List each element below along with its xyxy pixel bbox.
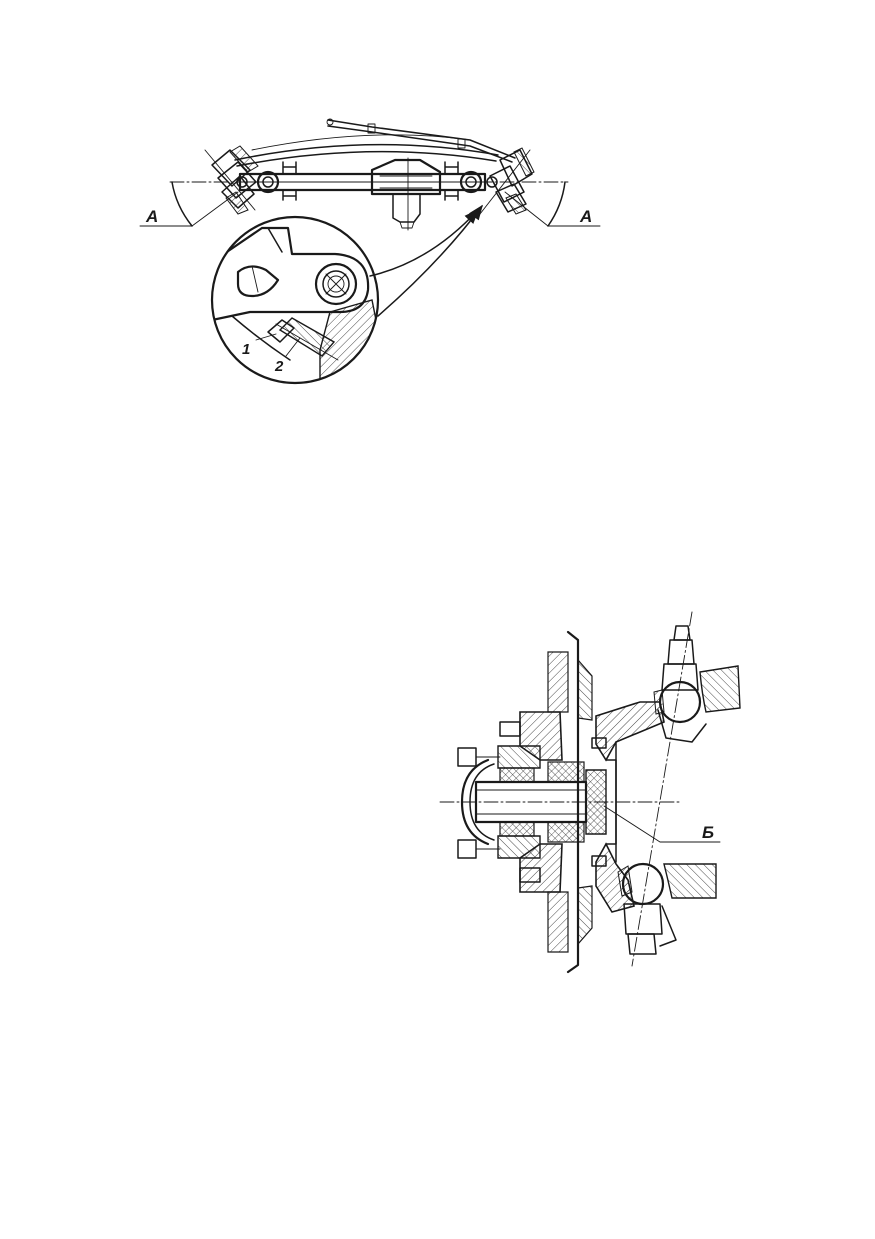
- section-label-left: А: [145, 207, 158, 226]
- hub-section: Б: [439, 611, 741, 974]
- upper-ball-joint: [653, 625, 741, 743]
- detail-circle: [210, 215, 380, 385]
- detail-view: 1 2: [210, 204, 483, 385]
- left-wheel-end: [204, 145, 259, 215]
- callout-b: Б: [702, 823, 714, 842]
- front-axle-assembly: А А: [139, 118, 601, 231]
- section-label-right: А: [579, 207, 592, 226]
- callout-1: 1: [242, 341, 250, 358]
- lower-ball-joint: [617, 862, 717, 955]
- inner-bearing: [547, 761, 585, 843]
- right-wheel-end: [479, 147, 535, 215]
- callout-2: 2: [274, 358, 284, 375]
- section-arc-left: [171, 181, 193, 227]
- section-arc-right: [547, 181, 566, 227]
